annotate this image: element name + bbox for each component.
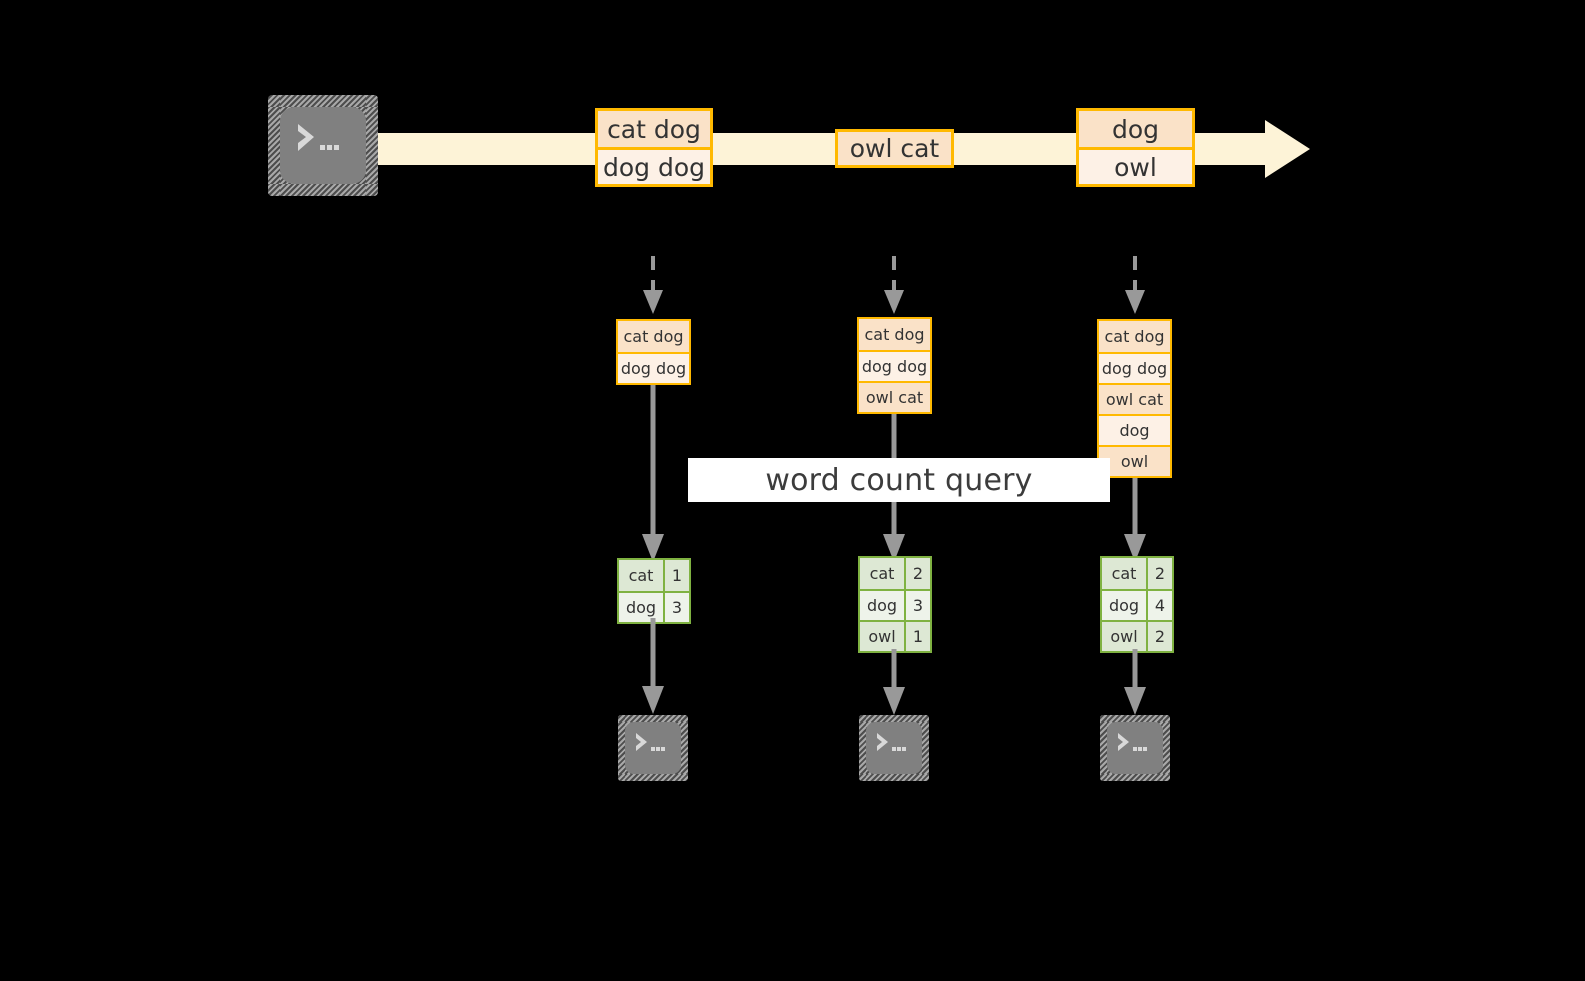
stream-message-row: cat dog: [598, 111, 710, 148]
snapshot-row: dog dog: [859, 350, 930, 381]
result-count: 1: [904, 622, 930, 651]
result-count: 1: [663, 560, 689, 591]
table-row: cat 2: [1102, 558, 1172, 589]
stream-message-row: owl: [1079, 147, 1192, 184]
snapshot-row: dog: [1099, 414, 1170, 445]
snapshot-stage-3: cat dog dog dog owl cat dog owl: [1097, 319, 1172, 478]
table-row: owl 2: [1102, 620, 1172, 651]
table-row: dog 3: [619, 591, 689, 622]
stream-message-row: dog dog: [598, 147, 710, 184]
table-row: cat 1: [619, 560, 689, 591]
stream-message-row: owl cat: [838, 132, 951, 165]
table-row: dog 4: [1102, 589, 1172, 620]
result-count: 2: [1146, 558, 1172, 589]
stream-message-batch-2: owl cat: [835, 129, 954, 168]
result-table-stage-3: cat 2 dog 4 owl 2: [1100, 556, 1174, 653]
snapshot-row: dog dog: [618, 352, 689, 383]
terminal-prompt-icon: [1118, 733, 1147, 751]
terminal-prompt-icon: [298, 124, 339, 151]
solid-connector-result-to-sink-2: [881, 649, 907, 717]
sink-terminal-stage-1: [618, 715, 688, 781]
terminal-prompt-icon: [636, 733, 665, 751]
solid-connector-snapshot-to-result-3: [1122, 474, 1148, 564]
stream-message-row: dog: [1079, 111, 1192, 148]
snapshot-row: cat dog: [618, 321, 689, 352]
table-row: cat 2: [860, 558, 930, 589]
result-word: dog: [619, 593, 663, 622]
table-row: owl 1: [860, 620, 930, 651]
terminal-prompt-icon: [877, 733, 906, 751]
solid-connector-result-to-sink-3: [1122, 649, 1148, 717]
result-word: cat: [1102, 558, 1146, 589]
result-count: 2: [904, 558, 930, 589]
stream-message-batch-3: dog owl: [1076, 108, 1195, 187]
result-word: owl: [860, 622, 904, 651]
result-word: cat: [860, 558, 904, 589]
snapshot-stage-1: cat dog dog dog: [616, 319, 691, 385]
dashed-connector-stage-1: [640, 256, 666, 318]
solid-connector-snapshot-to-result-1: [640, 382, 666, 564]
source-terminal-icon: [268, 95, 378, 196]
result-word: dog: [1102, 591, 1146, 620]
sink-terminal-stage-2: [859, 715, 929, 781]
snapshot-row: cat dog: [859, 319, 930, 350]
snapshot-row: owl cat: [1099, 383, 1170, 414]
result-table-stage-1: cat 1 dog 3: [617, 558, 691, 624]
snapshot-row: owl cat: [859, 381, 930, 412]
table-row: dog 3: [860, 589, 930, 620]
result-word: cat: [619, 560, 663, 591]
dashed-connector-stage-2: [881, 256, 907, 318]
result-count: 2: [1146, 622, 1172, 651]
stream-message-batch-1: cat dog dog dog: [595, 108, 713, 187]
result-table-stage-2: cat 2 dog 3 owl 1: [858, 556, 932, 653]
snapshot-stage-2: cat dog dog dog owl cat: [857, 317, 932, 414]
result-count: 3: [663, 593, 689, 622]
query-label-band: word count query: [688, 458, 1110, 502]
query-label: word count query: [765, 462, 1033, 498]
snapshot-row: dog dog: [1099, 352, 1170, 383]
snapshot-row: owl: [1099, 445, 1170, 476]
result-count: 4: [1146, 591, 1172, 620]
result-word: owl: [1102, 622, 1146, 651]
sink-terminal-stage-3: [1100, 715, 1170, 781]
dashed-connector-stage-3: [1122, 256, 1148, 318]
solid-connector-result-to-sink-1: [640, 618, 666, 716]
result-count: 3: [904, 591, 930, 620]
result-word: dog: [860, 591, 904, 620]
snapshot-row: cat dog: [1099, 321, 1170, 352]
